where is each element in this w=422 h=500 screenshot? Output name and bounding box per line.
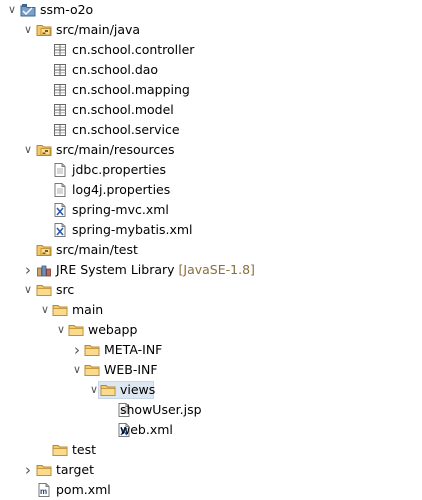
maven-pom-icon: m xyxy=(36,482,52,498)
xml-file-icon xyxy=(52,222,68,238)
folder-icon xyxy=(84,342,100,358)
chevron-down-icon[interactable]: ∨ xyxy=(7,3,17,16)
tree-item-decoration: [JavaSE-1.8] xyxy=(174,262,255,277)
tree-item-label: cn.school.model xyxy=(72,102,174,117)
tree-item-label: cn.school.mapping xyxy=(72,82,190,97)
tree-item[interactable]: web.xml xyxy=(0,420,422,440)
tree-item[interactable]: ∨ src/main/resources xyxy=(0,140,422,160)
source-folder-icon xyxy=(36,142,52,158)
tree-item-label: cn.school.service xyxy=(72,122,180,137)
package-icon xyxy=(52,122,68,138)
tree-item[interactable]: cn.school.dao xyxy=(0,60,422,80)
tree-item-label: META-INF xyxy=(104,342,163,357)
tree-item-label: WEB-INF xyxy=(104,362,158,377)
folder-icon xyxy=(36,282,52,298)
folder-icon xyxy=(84,362,100,378)
xml-file-icon xyxy=(116,422,132,438)
tree-item[interactable]: ∨ webapp xyxy=(0,320,422,340)
tree-item[interactable]: cn.school.mapping xyxy=(0,80,422,100)
folder-icon xyxy=(36,462,52,478)
tree-item[interactable]: spring-mvc.xml xyxy=(0,200,422,220)
svg-text:m: m xyxy=(40,487,47,496)
tree-item[interactable]: cn.school.model xyxy=(0,100,422,120)
tree-item-label: src/main/java xyxy=(56,22,141,37)
tree-item-label: web.xml xyxy=(120,422,173,437)
tree-item-label: spring-mybatis.xml xyxy=(72,222,193,237)
tree-item-label: src xyxy=(56,282,75,297)
tree-item[interactable]: cn.school.service xyxy=(0,120,422,140)
tree-item-label: target xyxy=(56,462,95,477)
chevron-right-icon[interactable]: › xyxy=(25,261,31,279)
tree-item-label: cn.school.dao xyxy=(72,62,159,77)
tree-item[interactable]: log4j.properties xyxy=(0,180,422,200)
source-folder-icon xyxy=(36,22,52,38)
tree-item[interactable]: ∨ views xyxy=(0,380,422,400)
tree-item-label: main xyxy=(72,302,104,317)
folder-icon xyxy=(100,382,116,398)
properties-file-icon xyxy=(52,162,68,178)
folder-icon xyxy=(52,442,68,458)
tree-item-label: src/main/test xyxy=(56,242,138,257)
tree-item-label: spring-mvc.xml xyxy=(72,202,169,217)
tree-item-label: JRE System Library [JavaSE-1.8] xyxy=(56,262,255,277)
tree-item[interactable]: ∨ ssm-o2o xyxy=(0,0,422,20)
chevron-down-icon[interactable]: ∨ xyxy=(23,23,33,36)
package-icon xyxy=(52,82,68,98)
tree-item[interactable]: spring-mybatis.xml xyxy=(0,220,422,240)
jsp-file-icon xyxy=(116,402,132,418)
tree-item[interactable]: showUser.jsp xyxy=(0,400,422,420)
tree-item[interactable]: ∨ src/main/java xyxy=(0,20,422,40)
chevron-right-icon[interactable]: › xyxy=(74,341,80,359)
chevron-down-icon[interactable]: ∨ xyxy=(40,303,50,316)
tree-item[interactable]: test xyxy=(0,440,422,460)
package-icon xyxy=(52,102,68,118)
tree-item[interactable]: ∨ src xyxy=(0,280,422,300)
folder-icon xyxy=(52,302,68,318)
tree-item-label: ssm-o2o xyxy=(40,2,94,17)
tree-item[interactable]: src/main/test xyxy=(0,240,422,260)
tree-item-label: test xyxy=(72,442,97,457)
tree-item-label: pom.xml xyxy=(56,482,111,497)
chevron-down-icon[interactable]: ∨ xyxy=(89,383,99,396)
properties-file-icon xyxy=(52,182,68,198)
package-icon xyxy=(52,62,68,78)
tree-item[interactable]: jdbc.properties xyxy=(0,160,422,180)
chevron-right-icon[interactable]: › xyxy=(25,461,31,479)
maven-project-icon xyxy=(20,2,36,18)
library-icon xyxy=(36,262,52,278)
chevron-down-icon[interactable]: ∨ xyxy=(72,363,82,376)
tree-item[interactable]: › META-INF xyxy=(0,340,422,360)
tree-item-label: jdbc.properties xyxy=(72,162,166,177)
tree-item[interactable]: ∨ main xyxy=(0,300,422,320)
tree-item[interactable]: m pom.xml xyxy=(0,480,422,500)
source-folder-icon xyxy=(36,242,52,258)
chevron-down-icon[interactable]: ∨ xyxy=(23,283,33,296)
xml-file-icon xyxy=(52,202,68,218)
tree-item[interactable]: ∨ WEB-INF xyxy=(0,360,422,380)
tree-item-label: cn.school.controller xyxy=(72,42,195,57)
tree-item[interactable]: cn.school.controller xyxy=(0,40,422,60)
tree-item[interactable]: › JRE System Library [JavaSE-1.8] xyxy=(0,260,422,280)
tree-item-label: webapp xyxy=(88,322,138,337)
tree-item-label: log4j.properties xyxy=(72,182,171,197)
tree-item-label: views xyxy=(120,382,156,397)
chevron-down-icon[interactable]: ∨ xyxy=(23,143,33,156)
package-icon xyxy=(52,42,68,58)
tree-item-label: src/main/resources xyxy=(56,142,175,157)
tree-item-label: showUser.jsp xyxy=(120,402,202,417)
chevron-down-icon[interactable]: ∨ xyxy=(56,323,66,336)
tree-item[interactable]: › target xyxy=(0,460,422,480)
folder-icon xyxy=(68,322,84,338)
